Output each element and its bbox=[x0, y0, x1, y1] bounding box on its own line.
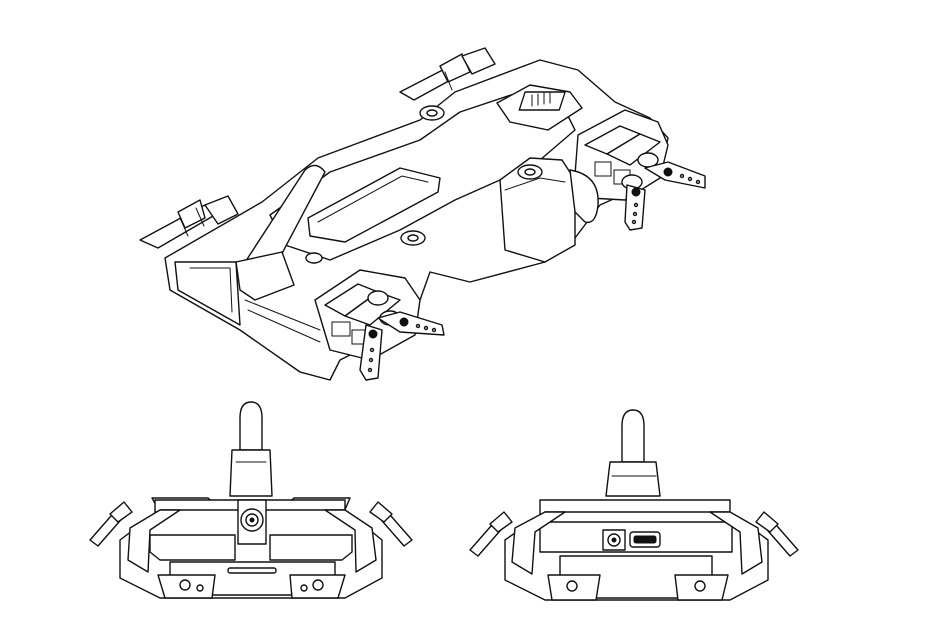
leg-left-rear bbox=[139, 195, 239, 249]
leg-right bbox=[369, 501, 413, 547]
antenna-base bbox=[235, 251, 295, 301]
camera bbox=[237, 499, 267, 545]
antenna bbox=[621, 409, 645, 463]
leg-left bbox=[469, 511, 513, 557]
side-panel-left bbox=[511, 511, 566, 575]
servo-horn bbox=[377, 311, 445, 336]
front-view bbox=[89, 401, 413, 599]
mounting-hole bbox=[419, 105, 445, 121]
battery-inner-line bbox=[317, 175, 429, 223]
servo-front-right bbox=[574, 109, 669, 201]
battery-compartment bbox=[307, 167, 441, 243]
mounting-hole bbox=[517, 164, 543, 180]
side-cap bbox=[569, 169, 599, 224]
antenna-mount bbox=[229, 449, 273, 497]
leg-left bbox=[89, 501, 133, 547]
chassis-left-face bbox=[174, 261, 241, 326]
servo-horn bbox=[624, 184, 646, 231]
antenna bbox=[239, 401, 263, 451]
front-slot bbox=[227, 567, 277, 574]
right-block-top bbox=[504, 177, 566, 191]
leg-right-rear bbox=[399, 47, 496, 101]
foot-right bbox=[289, 574, 346, 599]
mounting-hole bbox=[400, 230, 426, 246]
leg-right bbox=[755, 511, 799, 557]
antenna bbox=[239, 164, 326, 281]
foot-right bbox=[674, 574, 729, 601]
connector-socket bbox=[518, 91, 566, 111]
rear-view bbox=[469, 409, 799, 601]
foot-left bbox=[157, 574, 216, 599]
usb-port bbox=[629, 531, 661, 548]
mounting-hole bbox=[305, 252, 323, 264]
side-panel-left bbox=[127, 509, 181, 573]
foot-left bbox=[547, 574, 601, 601]
power-port bbox=[602, 529, 626, 551]
front-bumper bbox=[269, 534, 353, 561]
front-bumper bbox=[149, 534, 236, 561]
side-panel-right bbox=[709, 511, 763, 575]
servo-horn bbox=[644, 161, 706, 189]
connector-pins bbox=[531, 91, 551, 107]
chassis-face-line bbox=[189, 267, 233, 313]
servo-horn bbox=[359, 324, 383, 381]
chassis-lower-edge bbox=[169, 289, 331, 381]
antenna-mount bbox=[605, 461, 661, 497]
isometric-view bbox=[139, 47, 706, 381]
chassis-rail bbox=[244, 299, 321, 343]
side-panel-right bbox=[324, 509, 377, 573]
